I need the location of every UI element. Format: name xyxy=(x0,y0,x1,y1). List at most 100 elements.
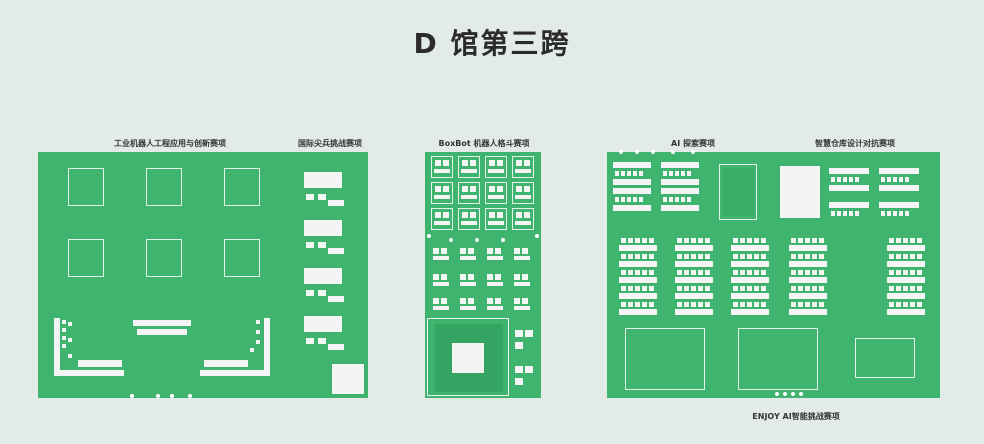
desk xyxy=(731,245,769,251)
cage-seat xyxy=(489,160,495,166)
chair xyxy=(798,286,803,291)
desk xyxy=(731,277,769,283)
chair xyxy=(522,274,528,280)
chair xyxy=(433,274,439,280)
chair xyxy=(754,254,759,259)
cage-seat xyxy=(470,186,476,192)
label-industrial-robot: 工业机器人工程应用与创新赛项 xyxy=(114,139,226,148)
chair xyxy=(441,274,447,280)
desk xyxy=(731,261,769,267)
chair xyxy=(881,177,885,182)
cage-seat xyxy=(435,186,441,192)
chair xyxy=(705,238,710,243)
desk xyxy=(433,282,449,286)
desk xyxy=(661,205,699,211)
chair xyxy=(621,286,626,291)
arena-box xyxy=(68,168,104,206)
cage-seat xyxy=(462,212,468,218)
chair xyxy=(910,238,915,243)
bench xyxy=(133,320,191,326)
cage xyxy=(458,208,480,230)
chair xyxy=(893,177,897,182)
chair xyxy=(889,254,894,259)
chair xyxy=(855,177,859,182)
desk xyxy=(619,261,657,267)
chair xyxy=(684,238,689,243)
chair xyxy=(675,171,679,176)
desk xyxy=(675,277,713,283)
desk xyxy=(887,245,925,251)
chair xyxy=(687,197,691,202)
chair xyxy=(747,286,752,291)
chair xyxy=(887,177,891,182)
cage-seat xyxy=(489,212,495,218)
chair xyxy=(798,254,803,259)
chair xyxy=(639,197,643,202)
chair xyxy=(740,254,745,259)
chair xyxy=(627,197,631,202)
chair xyxy=(903,302,908,307)
chair xyxy=(642,270,647,275)
chair xyxy=(903,254,908,259)
chair xyxy=(798,302,803,307)
chair xyxy=(740,270,745,275)
desk xyxy=(619,293,657,299)
chair xyxy=(687,171,691,176)
cage-seat xyxy=(470,160,476,166)
cage-seat xyxy=(497,186,503,192)
chair xyxy=(812,270,817,275)
chair xyxy=(740,238,745,243)
cage-bar xyxy=(434,169,450,173)
chair xyxy=(819,238,824,243)
bench xyxy=(200,370,270,376)
chair xyxy=(635,238,640,243)
chair-row xyxy=(204,360,248,367)
desk xyxy=(613,205,651,211)
cage-seat xyxy=(516,212,522,218)
chair xyxy=(812,286,817,291)
chair xyxy=(761,270,766,275)
desk xyxy=(675,309,713,315)
cage xyxy=(485,182,507,204)
chair xyxy=(698,254,703,259)
chair xyxy=(910,254,915,259)
chair xyxy=(747,254,752,259)
cage-bar xyxy=(488,169,504,173)
chair xyxy=(677,254,682,259)
chair-row xyxy=(78,360,122,367)
chair xyxy=(441,298,447,304)
chair xyxy=(849,177,853,182)
chair xyxy=(791,286,796,291)
chair xyxy=(896,302,901,307)
chair xyxy=(628,254,633,259)
desk xyxy=(879,185,919,191)
chair xyxy=(628,286,633,291)
chair xyxy=(691,270,696,275)
chair xyxy=(831,211,835,216)
chair xyxy=(621,171,625,176)
chair xyxy=(747,302,752,307)
desk xyxy=(433,306,449,310)
desk xyxy=(829,185,869,191)
chair xyxy=(627,171,631,176)
chair xyxy=(649,254,654,259)
desk xyxy=(460,282,476,286)
chair xyxy=(433,248,439,254)
cage-seat xyxy=(516,160,522,166)
chair xyxy=(635,286,640,291)
chair xyxy=(805,238,810,243)
chair xyxy=(889,270,894,275)
arena-box xyxy=(224,168,260,206)
chair xyxy=(837,177,841,182)
chair xyxy=(691,302,696,307)
chair xyxy=(628,238,633,243)
desk xyxy=(661,188,699,194)
label-ping-pong: 国际尖兵挑战赛项 xyxy=(298,139,362,148)
desk xyxy=(460,306,476,310)
chair xyxy=(754,286,759,291)
chair xyxy=(791,238,796,243)
chair xyxy=(837,211,841,216)
table xyxy=(304,268,342,284)
chair xyxy=(698,286,703,291)
cage-seat xyxy=(489,186,495,192)
